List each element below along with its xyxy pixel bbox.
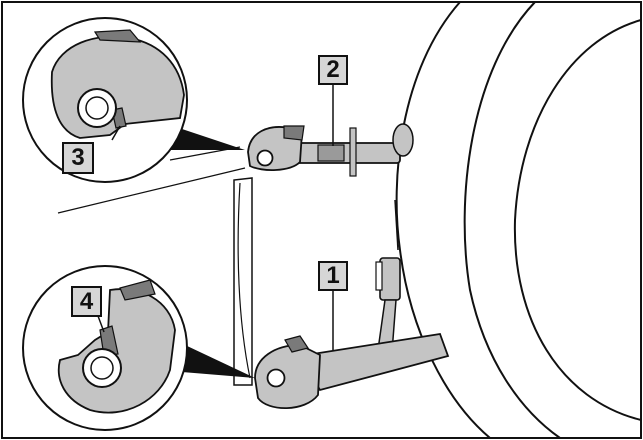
connector-outline [233,177,253,386]
top-link [247,123,414,177]
callout-label-2: 2 [318,55,348,85]
lower-detail-view [22,265,255,431]
lower-link [254,332,450,410]
callout-label-3: 3 [62,142,94,174]
tractor-wheel [395,1,642,439]
lift-rod [375,199,401,361]
upper-detail-view [22,17,245,183]
callout-label-1: 1 [318,261,348,291]
callout-label-4: 4 [71,286,102,317]
